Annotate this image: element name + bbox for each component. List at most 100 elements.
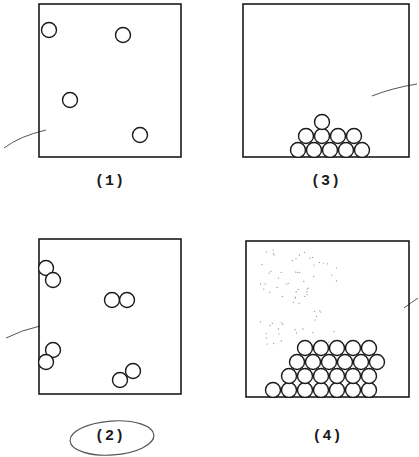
- pen-stroke: [372, 84, 417, 96]
- pen-stroke: [6, 326, 40, 338]
- stipple-dot: [260, 284, 261, 285]
- particle-circle: [331, 129, 346, 144]
- particle-circle: [298, 369, 313, 384]
- container-box: (1): [38, 3, 182, 158]
- stipple-dot: [297, 272, 298, 273]
- stipple-dot: [312, 332, 313, 333]
- container-box: (4): [245, 240, 410, 398]
- particle-circle: [282, 383, 297, 398]
- stipple-dot: [295, 329, 296, 330]
- container-box: (3): [242, 3, 410, 158]
- stipple-dot: [298, 289, 299, 290]
- stipple-dot: [319, 310, 320, 311]
- figure-number: (3): [311, 173, 341, 190]
- stipple-dot: [313, 276, 314, 277]
- stipple-dot: [302, 328, 303, 329]
- stipple-dot: [296, 332, 297, 333]
- stipple-dot: [269, 292, 270, 293]
- particle-circle: [116, 28, 131, 43]
- stipple-dot: [299, 303, 300, 304]
- particle-circle: [126, 364, 141, 379]
- particle-circle: [291, 143, 306, 158]
- stipple-dot: [306, 291, 307, 292]
- stipple-dot: [269, 325, 270, 326]
- stipple-dot: [266, 333, 267, 334]
- stipple-dot: [263, 289, 264, 290]
- stipple-dot: [282, 296, 283, 297]
- particle-circle: [323, 143, 338, 158]
- stipple-dot: [331, 275, 332, 276]
- box-illustration: [38, 3, 182, 158]
- stipple-dot: [278, 328, 279, 329]
- stipple-dot: [295, 272, 296, 273]
- pen-circle: [69, 418, 155, 457]
- box-illustration: [38, 238, 182, 395]
- particle-circle: [290, 355, 305, 370]
- stipple-dot: [266, 337, 267, 338]
- stipple-dot: [295, 298, 296, 299]
- stipple-dot: [319, 262, 320, 263]
- particle-circle: [314, 369, 329, 384]
- stipple-dot: [281, 340, 282, 341]
- stipple-dot: [285, 283, 286, 284]
- particle-circle: [314, 341, 329, 356]
- particle-circle: [298, 383, 313, 398]
- stipple-dot: [272, 323, 273, 324]
- particle-circle: [282, 369, 297, 384]
- stipple-dot: [273, 250, 274, 251]
- particle-circle: [266, 383, 281, 398]
- stipple-dot: [299, 272, 300, 273]
- particle-circle: [339, 143, 354, 158]
- stipple-dot: [295, 297, 296, 298]
- stipple-dot: [304, 296, 305, 297]
- particle-circle: [314, 383, 329, 398]
- particle-circle: [315, 129, 330, 144]
- box-border: [39, 239, 181, 394]
- figure-number: (1): [95, 173, 125, 190]
- figure-number: (4): [312, 428, 342, 445]
- particle-circle: [330, 383, 345, 398]
- particle-circle: [330, 341, 345, 356]
- stipple-dot: [306, 294, 307, 295]
- stipple-dot: [295, 258, 296, 259]
- particle-circle: [346, 383, 361, 398]
- stipple-dot: [312, 257, 313, 258]
- particle-circle: [105, 293, 120, 308]
- box-border: [243, 4, 409, 157]
- stipple-dot: [320, 311, 321, 312]
- stipple-dot: [288, 283, 289, 284]
- stipple-dot: [267, 344, 268, 345]
- stipple-dot: [279, 333, 280, 334]
- stipple-dot: [292, 260, 293, 261]
- pen-stroke: [404, 298, 418, 308]
- particle-circle: [355, 143, 370, 158]
- box-illustration: [242, 3, 410, 158]
- box-border: [39, 4, 181, 157]
- particle-circle: [347, 129, 362, 144]
- particle-circle: [306, 355, 321, 370]
- particle-circle: [315, 115, 330, 130]
- figure-number: (2): [95, 428, 125, 445]
- particle-circle: [120, 293, 135, 308]
- stipple-dot: [313, 264, 314, 265]
- stipple-dot: [274, 254, 275, 255]
- stipple-dot: [269, 273, 270, 274]
- stipple-dot: [314, 319, 315, 320]
- stipple-dot: [323, 262, 324, 263]
- container-box: (2): [38, 238, 182, 395]
- particle-circle: [46, 273, 61, 288]
- stipple-dot: [282, 324, 283, 325]
- particle-circle: [63, 93, 78, 108]
- particle-circle: [330, 369, 345, 384]
- stipple-dot: [265, 283, 266, 284]
- particle-circle: [322, 355, 337, 370]
- stipple-dot: [336, 280, 337, 281]
- stipple-dot: [309, 258, 310, 259]
- particle-circle: [42, 23, 57, 38]
- stipple-dot: [336, 267, 337, 268]
- particle-circle: [133, 128, 148, 143]
- particle-circle: [113, 373, 128, 388]
- particle-circle: [298, 341, 313, 356]
- particle-circle: [299, 129, 314, 144]
- stipple-dot: [328, 341, 329, 342]
